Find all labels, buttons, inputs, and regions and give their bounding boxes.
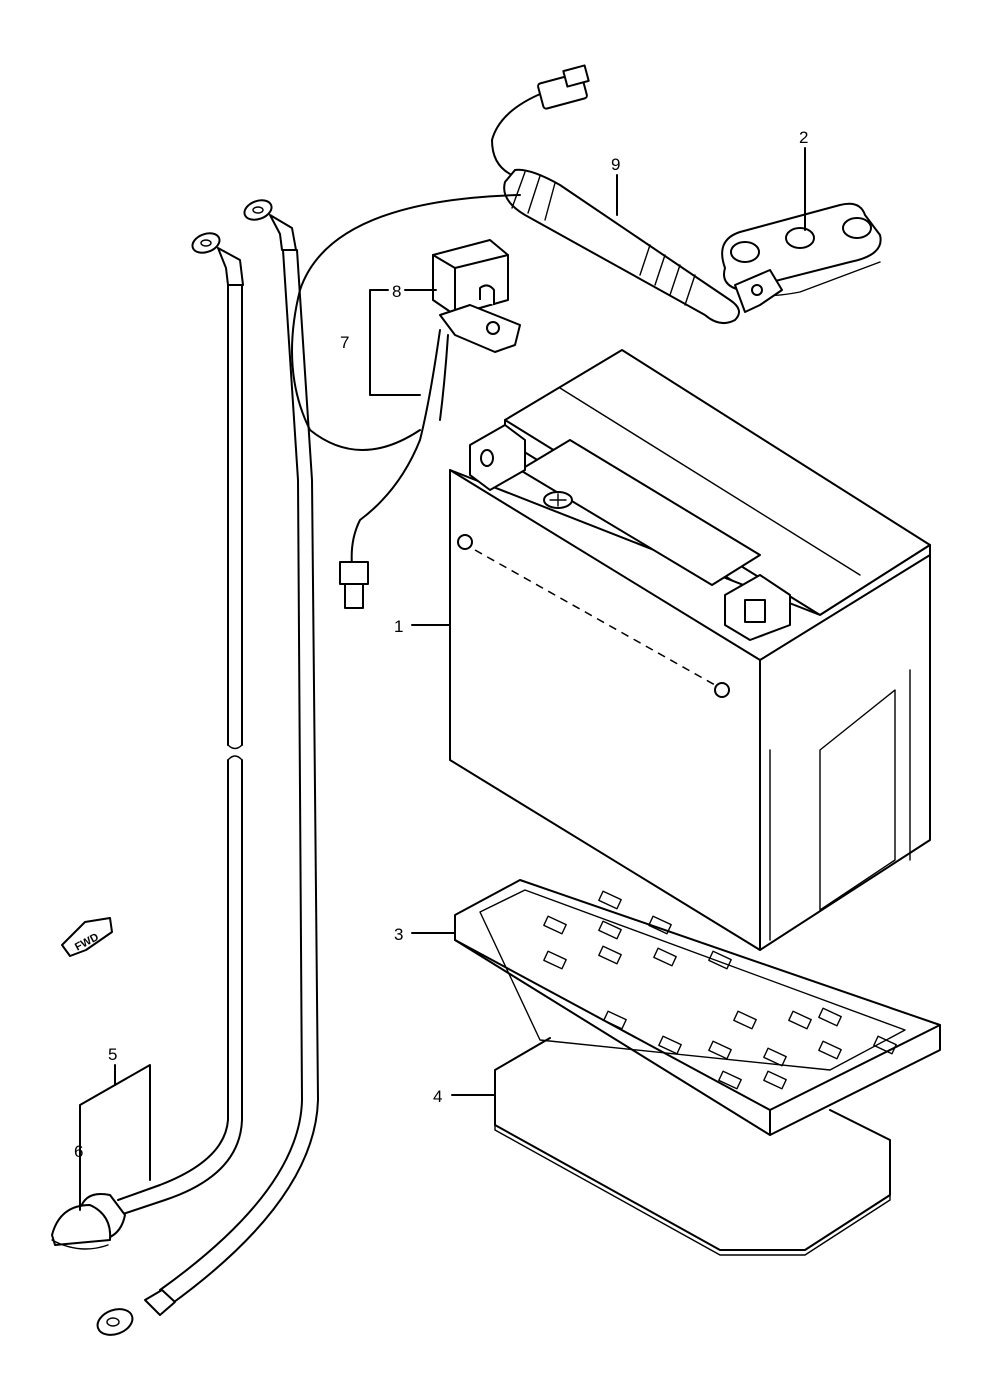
- relay-8: [339, 239, 521, 609]
- callout-4: 4: [433, 1087, 442, 1106]
- battery-vent-strip: [519, 439, 761, 586]
- battery-terminal-right: [724, 574, 791, 641]
- battery-dashed-line: [474, 549, 716, 686]
- tray-slots: [543, 890, 897, 1090]
- positive-cable: [96, 199, 319, 1336]
- cable-9-ribs: [511, 171, 696, 306]
- callout-5-6-bracket: [79, 1064, 151, 1211]
- callout-7: 7: [340, 333, 349, 352]
- fwd-arrow-icon: FWD: [61, 917, 113, 957]
- battery-top-side-edge: [759, 554, 931, 661]
- callout-1: 1: [394, 617, 403, 636]
- callout-3: 3: [394, 925, 403, 944]
- battery-pad: [494, 1037, 891, 1256]
- battery-tray: [454, 879, 941, 1136]
- battery-screw-left: [457, 534, 473, 550]
- callout-6: 6: [74, 1142, 83, 1161]
- battery-lid-ridge: [559, 387, 861, 576]
- battery-terminal-left: [469, 424, 526, 491]
- battery: [449, 349, 931, 951]
- callout-5: 5: [108, 1045, 117, 1064]
- callout-7-bracket: [369, 289, 421, 396]
- battery-case: [449, 469, 931, 951]
- callout-9: 9: [611, 155, 620, 174]
- battery-screw-right: [714, 682, 730, 698]
- callout-2: 2: [799, 128, 808, 147]
- cable-9: [291, 64, 783, 451]
- battery-side-recess: [819, 689, 896, 911]
- callout-8: 8: [392, 282, 401, 301]
- terminal-cover: [721, 202, 882, 297]
- negative-cable: [51, 232, 244, 1250]
